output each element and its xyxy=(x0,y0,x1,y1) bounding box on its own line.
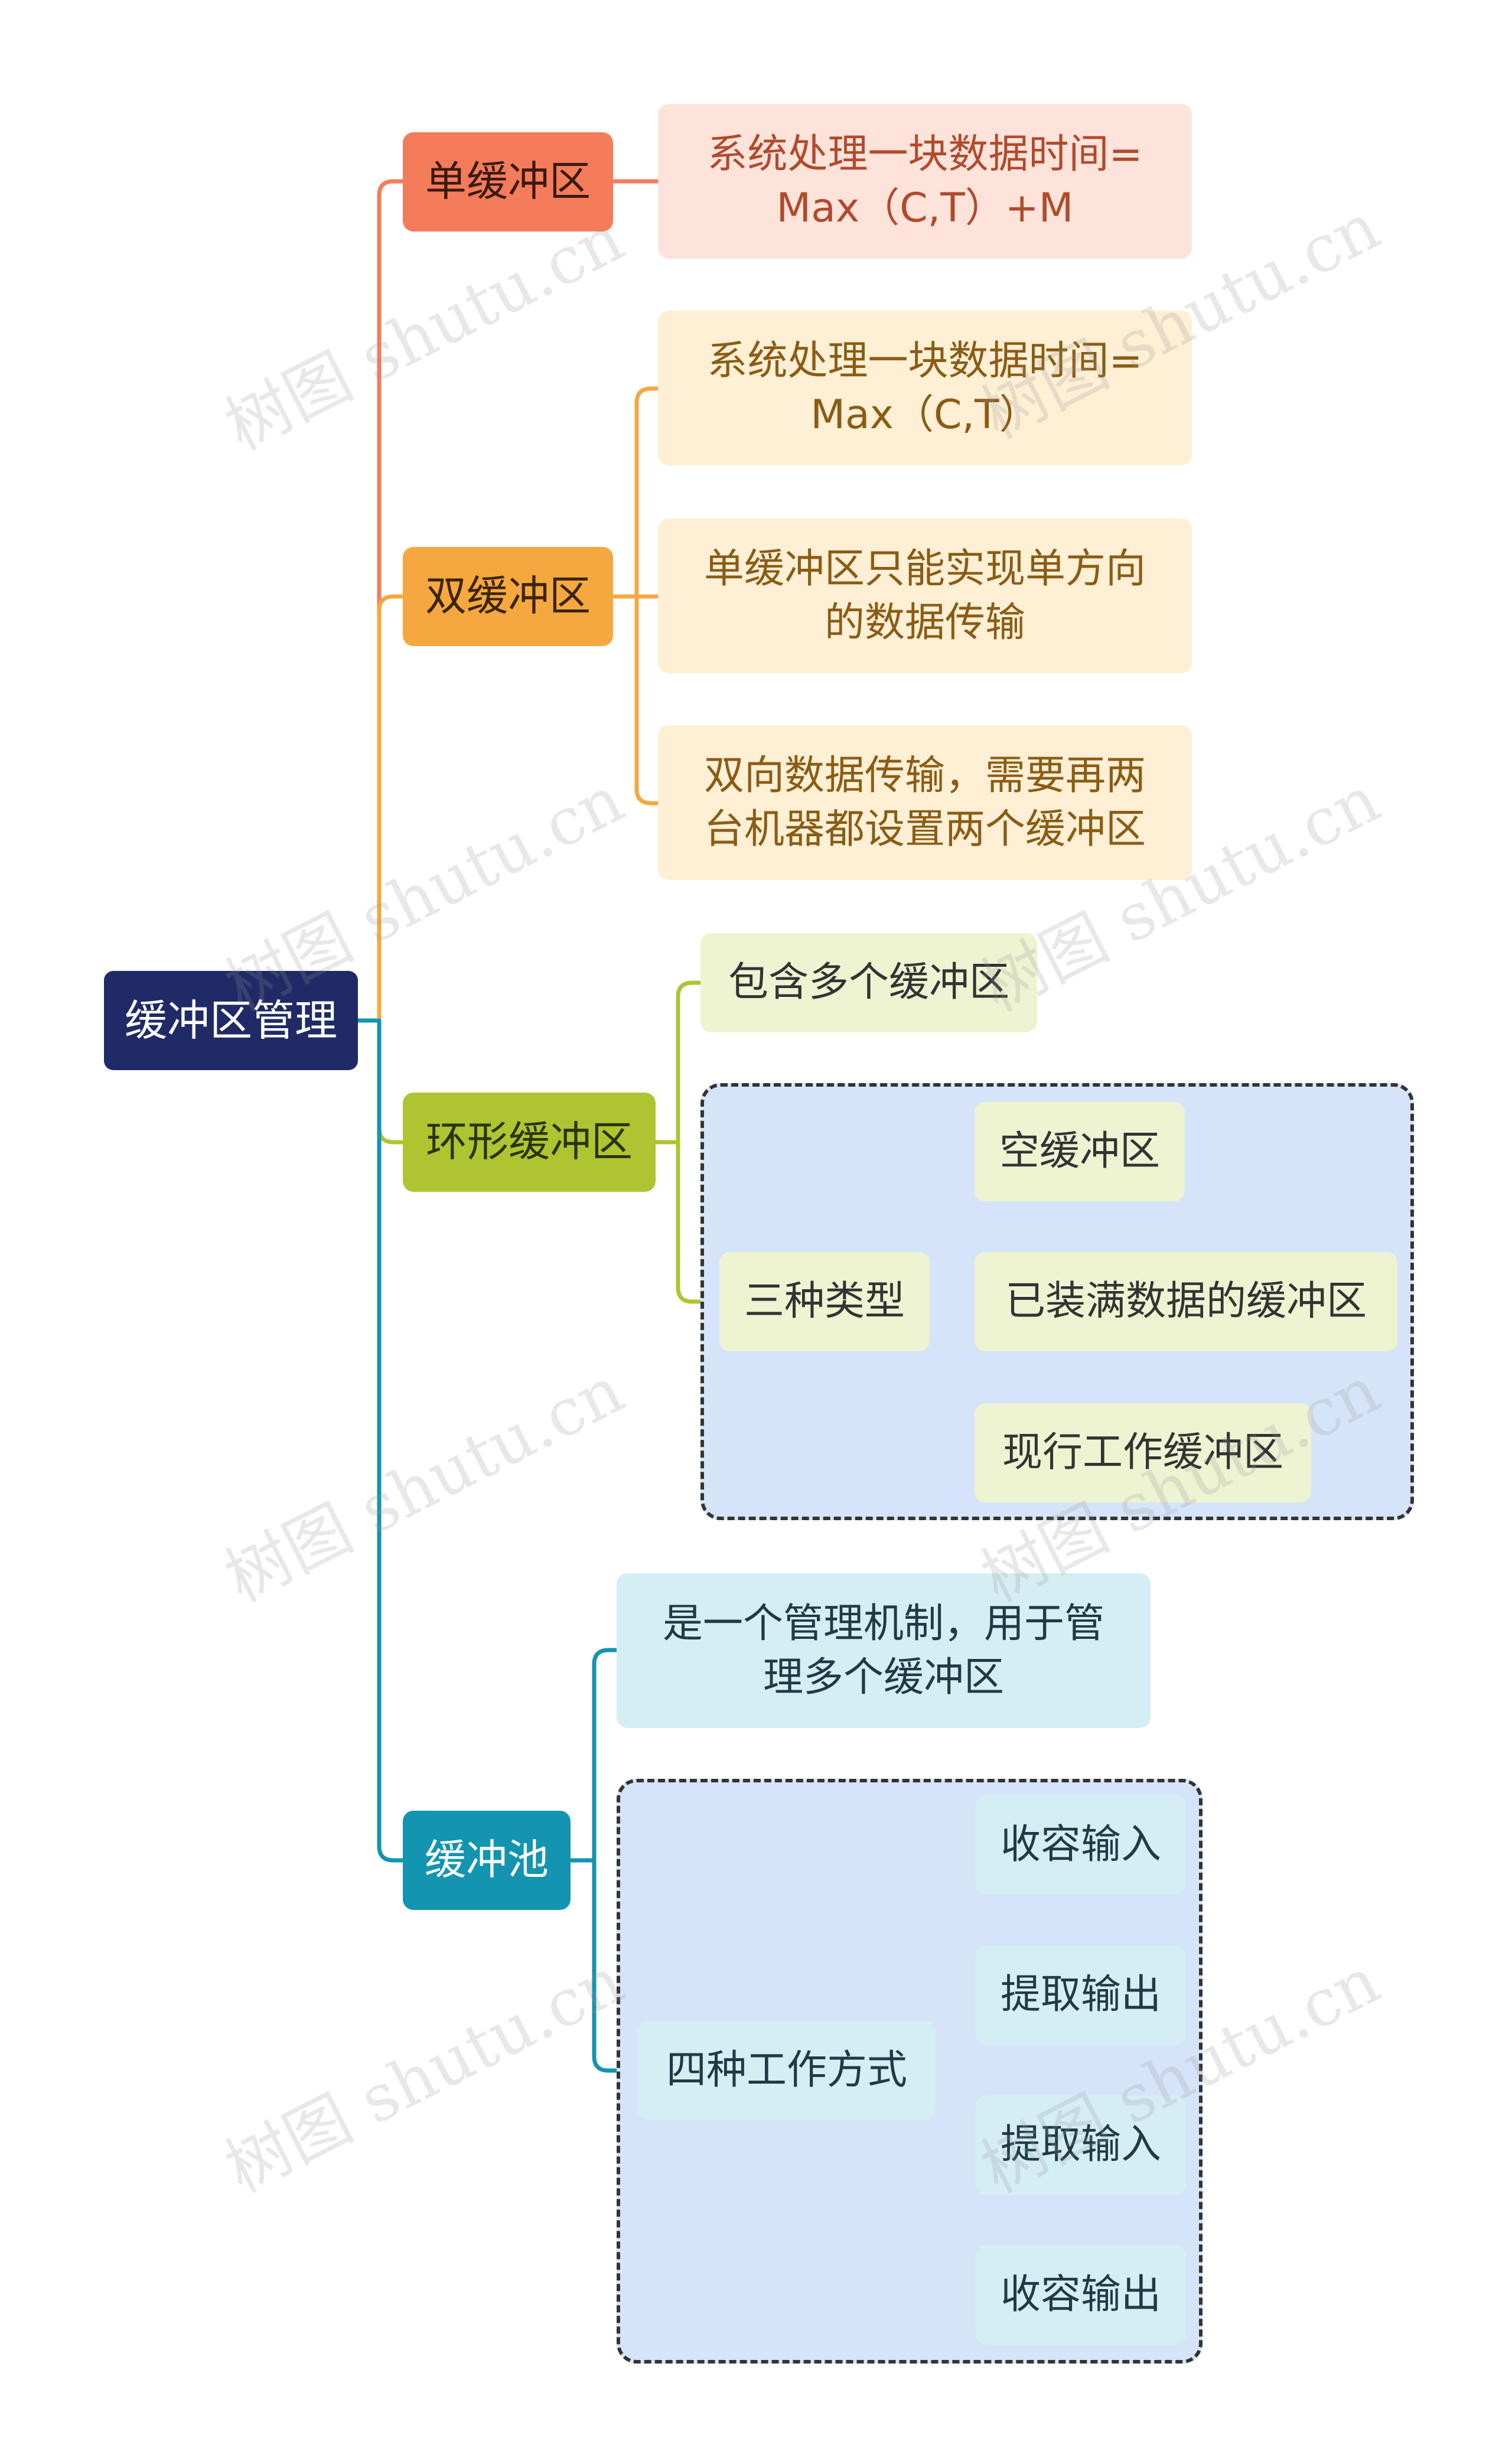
ring-buffer-contains-note[interactable]: 包含多个缓冲区 xyxy=(700,933,1037,1032)
text-line: 系统处理一块数据时间= xyxy=(707,131,1143,178)
trunk-to-branch-1 xyxy=(377,179,405,1023)
text-line: 环形缓冲区 xyxy=(426,1117,633,1166)
text-line: 台机器都设置两个缓冲区 xyxy=(703,806,1146,853)
link-b2-leaf-3 xyxy=(634,594,660,806)
root-node[interactable]: 缓冲区管理 xyxy=(104,971,358,1070)
branch-buffer-pool-text: 缓冲池 xyxy=(425,1833,549,1888)
ring-buffer-contains-note-text: 包含多个缓冲区 xyxy=(728,956,1009,1009)
trunk-to-branch-4 xyxy=(377,1018,405,1863)
double-buffer-time-note[interactable]: 系统处理一块数据时间= Max（C,T） xyxy=(658,311,1192,465)
link-b3-leaf-2 xyxy=(676,1140,722,1304)
double-buffer-direction-note[interactable]: 单缓冲区只能实现单方向的数据传输 xyxy=(658,519,1192,673)
double-buffer-bidirectional-note-text: 双向数据传输，需要再两台机器都设置两个缓冲区 xyxy=(704,749,1146,856)
branch-double-buffer-text: 双缓冲区 xyxy=(425,569,591,624)
type-full-buffer[interactable]: 已装满数据的缓冲区 xyxy=(975,1252,1397,1351)
mode-collect-input-text: 收容输入 xyxy=(1001,1818,1161,1872)
mode-collect-output-text: 收容输出 xyxy=(1001,2268,1161,2322)
text-line: 系统处理一块数据时间= xyxy=(707,337,1143,384)
buffer-pool-definition-note-text: 是一个管理机制，用于管理多个缓冲区 xyxy=(663,1597,1104,1704)
mode-extract-output[interactable]: 提取输出 xyxy=(976,1945,1186,2045)
type-empty-buffer[interactable]: 空缓冲区 xyxy=(975,1102,1185,1201)
double-buffer-direction-note-text: 单缓冲区只能实现单方向的数据传输 xyxy=(704,542,1146,650)
text-line: 现行工作缓冲区 xyxy=(1002,1429,1283,1476)
single-buffer-time-note-text: 系统处理一块数据时间= Max（C,T）+M xyxy=(708,128,1143,235)
branch-double-buffer[interactable]: 双缓冲区 xyxy=(403,547,613,646)
branch-single-buffer[interactable]: 单缓冲区 xyxy=(403,132,613,232)
double-buffer-time-note-text: 系统处理一块数据时间= Max（C,T） xyxy=(708,334,1143,442)
mode-collect-output[interactable]: 收容输出 xyxy=(976,2245,1186,2345)
text-line: 双向数据传输，需要再两 xyxy=(703,752,1146,799)
text-line: 理多个缓冲区 xyxy=(762,1654,1004,1701)
text-line: 缓冲池 xyxy=(425,1836,549,1885)
text-line: 提取输出 xyxy=(1000,1971,1161,2019)
text-line: 单缓冲区只能实现单方向 xyxy=(703,545,1146,592)
mode-extract-output-text: 提取输出 xyxy=(1001,1968,1161,2022)
text-line: 是一个管理机制，用于管 xyxy=(662,1600,1104,1647)
branch-single-buffer-text: 单缓冲区 xyxy=(425,154,591,210)
link-b4-leaf-1 xyxy=(592,1648,619,1863)
link-b2-leaf-1 xyxy=(634,386,660,599)
branch-buffer-pool[interactable]: 缓冲池 xyxy=(403,1811,571,1910)
text-line: 已装满数据的缓冲区 xyxy=(1005,1278,1367,1325)
link-b3-leaf-1 xyxy=(676,980,703,1145)
buffer-pool-four-modes-text: 四种工作方式 xyxy=(666,2043,907,2097)
text-line: Max（C,T）+M xyxy=(776,185,1074,232)
type-working-buffer-text: 现行工作缓冲区 xyxy=(1002,1426,1283,1479)
text-line: 提取输入 xyxy=(1000,2121,1161,2169)
text-line: 的数据传输 xyxy=(824,599,1025,646)
text-line: 双缓冲区 xyxy=(425,572,591,621)
root-node-text: 缓冲区管理 xyxy=(125,992,337,1049)
trunk-to-branch-2 xyxy=(377,594,405,1023)
type-full-buffer-text: 已装满数据的缓冲区 xyxy=(1005,1274,1367,1328)
trunk-to-branch-3 xyxy=(377,1018,405,1145)
buffer-pool-definition-note[interactable]: 是一个管理机制，用于管理多个缓冲区 xyxy=(617,1573,1151,1728)
text-line: 收容输出 xyxy=(1000,2271,1161,2319)
text-line: 四种工作方式 xyxy=(666,2047,907,2094)
text-line: Max（C,T） xyxy=(810,392,1040,438)
double-buffer-bidirectional-note[interactable]: 双向数据传输，需要再两台机器都设置两个缓冲区 xyxy=(658,725,1192,880)
branch-ring-buffer[interactable]: 环形缓冲区 xyxy=(403,1093,656,1192)
text-line: 包含多个缓冲区 xyxy=(728,959,1009,1006)
mode-extract-input-text: 提取输入 xyxy=(1001,2118,1161,2172)
text-line: 空缓冲区 xyxy=(999,1128,1160,1175)
mode-collect-input[interactable]: 收容输入 xyxy=(976,1795,1186,1895)
text-line: 单缓冲区 xyxy=(425,157,591,206)
text-line: 收容输入 xyxy=(1000,1821,1161,1869)
branch-ring-buffer-text: 环形缓冲区 xyxy=(426,1114,633,1170)
text-line: 缓冲区管理 xyxy=(124,995,337,1045)
buffer-pool-four-modes[interactable]: 四种工作方式 xyxy=(638,2021,936,2120)
mode-extract-input[interactable]: 提取输入 xyxy=(976,2095,1186,2195)
type-working-buffer[interactable]: 现行工作缓冲区 xyxy=(975,1403,1311,1502)
ring-buffer-three-types-text: 三种类型 xyxy=(744,1274,905,1328)
link-b4-leaf-2 xyxy=(592,1858,640,2073)
single-buffer-time-note[interactable]: 系统处理一块数据时间= Max（C,T）+M xyxy=(658,104,1192,259)
ring-buffer-three-types[interactable]: 三种类型 xyxy=(719,1252,930,1351)
text-line: 三种类型 xyxy=(744,1278,905,1325)
type-empty-buffer-text: 空缓冲区 xyxy=(999,1124,1160,1178)
